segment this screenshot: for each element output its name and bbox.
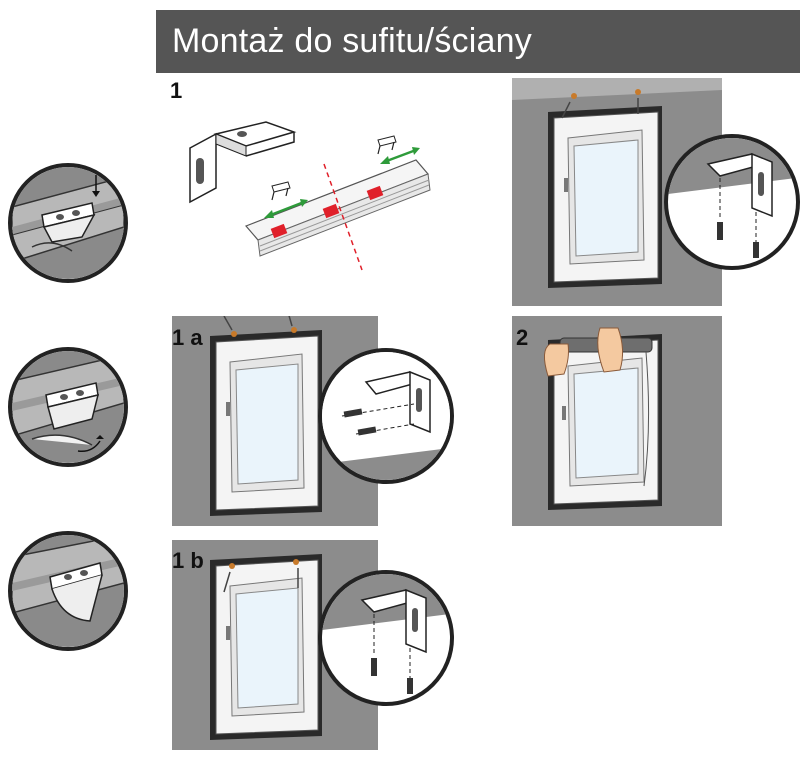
step-1-illustration	[189, 121, 431, 271]
step-1a-window	[210, 316, 322, 516]
clip-attach-illustration-1	[12, 167, 124, 279]
slide-arrow-left	[264, 199, 308, 218]
bracket-graphic	[189, 121, 297, 204]
bracket-ceiling-illustration	[322, 574, 450, 694]
step-2-window	[544, 327, 662, 510]
clip-attach-detail-3	[8, 531, 128, 651]
clip-attach-illustration-3	[12, 535, 124, 647]
step-1c-window	[512, 78, 722, 288]
clip-attach-detail-1	[8, 163, 128, 283]
clip-icon-right	[377, 135, 397, 155]
step-1-label: 1	[170, 78, 183, 103]
page-title: Montaż do sufitu/ściany	[172, 22, 532, 60]
right-hand	[597, 327, 624, 373]
header-bar: Montaż do sufitu/ściany	[156, 10, 800, 73]
bracket-ceiling-illustration-1c	[668, 138, 796, 258]
bracket-wall-mount-detail	[318, 348, 454, 484]
clip-attach-illustration-2	[12, 351, 124, 463]
step-1a-label: 1 a	[172, 325, 203, 350]
clip-icon-left	[271, 181, 291, 201]
center-line	[323, 163, 363, 271]
bracket-ceiling-mount-detail	[318, 570, 454, 706]
slide-arrow-right	[380, 147, 420, 164]
left-hand	[544, 343, 569, 377]
bracket-wall-illustration	[322, 352, 450, 480]
step-1b-label: 1 b	[172, 548, 204, 573]
clip-attach-detail-2	[8, 347, 128, 467]
bracket-ceiling-mount-detail-1c	[664, 134, 800, 270]
step-1b-window	[210, 554, 322, 740]
step-2-label: 2	[516, 325, 529, 350]
headrail-graphic	[244, 159, 431, 257]
